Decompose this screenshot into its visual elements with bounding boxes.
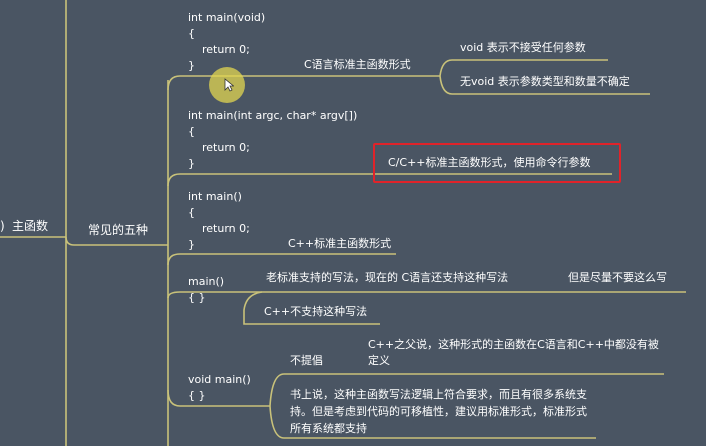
form4-desc-extra[interactable]: 但是尽量不要这么写 xyxy=(568,271,667,284)
code-line: { xyxy=(188,27,195,40)
code-line: return 0; xyxy=(188,43,250,56)
form4-desc[interactable]: 老标准支持的写法，现在的 C语言还支持这种写法 xyxy=(266,271,509,284)
form5-note-line xyxy=(269,405,596,439)
code-line: } xyxy=(188,59,195,72)
form2-line xyxy=(167,173,612,187)
code-line: } xyxy=(188,238,195,251)
code-line: { } xyxy=(188,291,206,304)
form1-note1-line xyxy=(439,59,608,77)
form1-note2-line xyxy=(439,75,650,95)
code-line: { } xyxy=(188,389,206,402)
code-line: return 0; xyxy=(188,141,250,154)
form1-line xyxy=(167,75,440,91)
form4-note[interactable]: C++不支持这种写法 xyxy=(264,305,368,318)
code-line: return 0; xyxy=(188,222,250,235)
form1-note-void[interactable]: void 表示不接受任何参数 xyxy=(460,41,586,54)
form2-desc[interactable]: C/C++标准主函数形式，使用命令行参数 xyxy=(388,156,591,169)
form1-note-no-void[interactable]: 无void 表示参数类型和数量不确定 xyxy=(460,75,630,88)
code-line: int main(int argc, char* argv[]) xyxy=(188,109,358,122)
form5-line xyxy=(167,389,270,407)
code-line: } xyxy=(188,157,195,170)
code-line: int main() xyxy=(188,190,242,203)
form5-note[interactable]: 书上说，这种主函数写法逻辑上符合要求，而且有很多系统支持。但是考虑到代码的可移植… xyxy=(290,388,587,435)
code-line: main() xyxy=(188,275,225,288)
mouse-pointer-icon xyxy=(224,78,234,92)
code-line: { xyxy=(188,125,195,138)
code-line: { xyxy=(188,206,195,219)
form4-note-line xyxy=(243,291,380,325)
highlight-box xyxy=(373,143,621,183)
branch-underline xyxy=(65,236,168,246)
form3-line xyxy=(167,253,396,266)
form3-desc[interactable]: C++标准主函数形式 xyxy=(288,237,392,250)
form4-line xyxy=(167,291,686,299)
root-node-label[interactable]: 主函数 xyxy=(12,219,49,233)
code-line: int main(void) xyxy=(188,11,266,24)
code-line: void main() xyxy=(188,373,251,386)
form5-tag-line xyxy=(269,373,664,407)
branch-node-label[interactable]: 常见的五种 xyxy=(88,223,149,237)
form5-tag-note[interactable]: C++之父说，这种形式的主函数在C语言和C++中都没有被定义 xyxy=(368,338,659,367)
root-left-glyph: ) xyxy=(0,219,5,233)
form1-desc[interactable]: C语言标准主函数形式 xyxy=(304,58,411,71)
form5-tag[interactable]: 不提倡 xyxy=(290,354,323,367)
